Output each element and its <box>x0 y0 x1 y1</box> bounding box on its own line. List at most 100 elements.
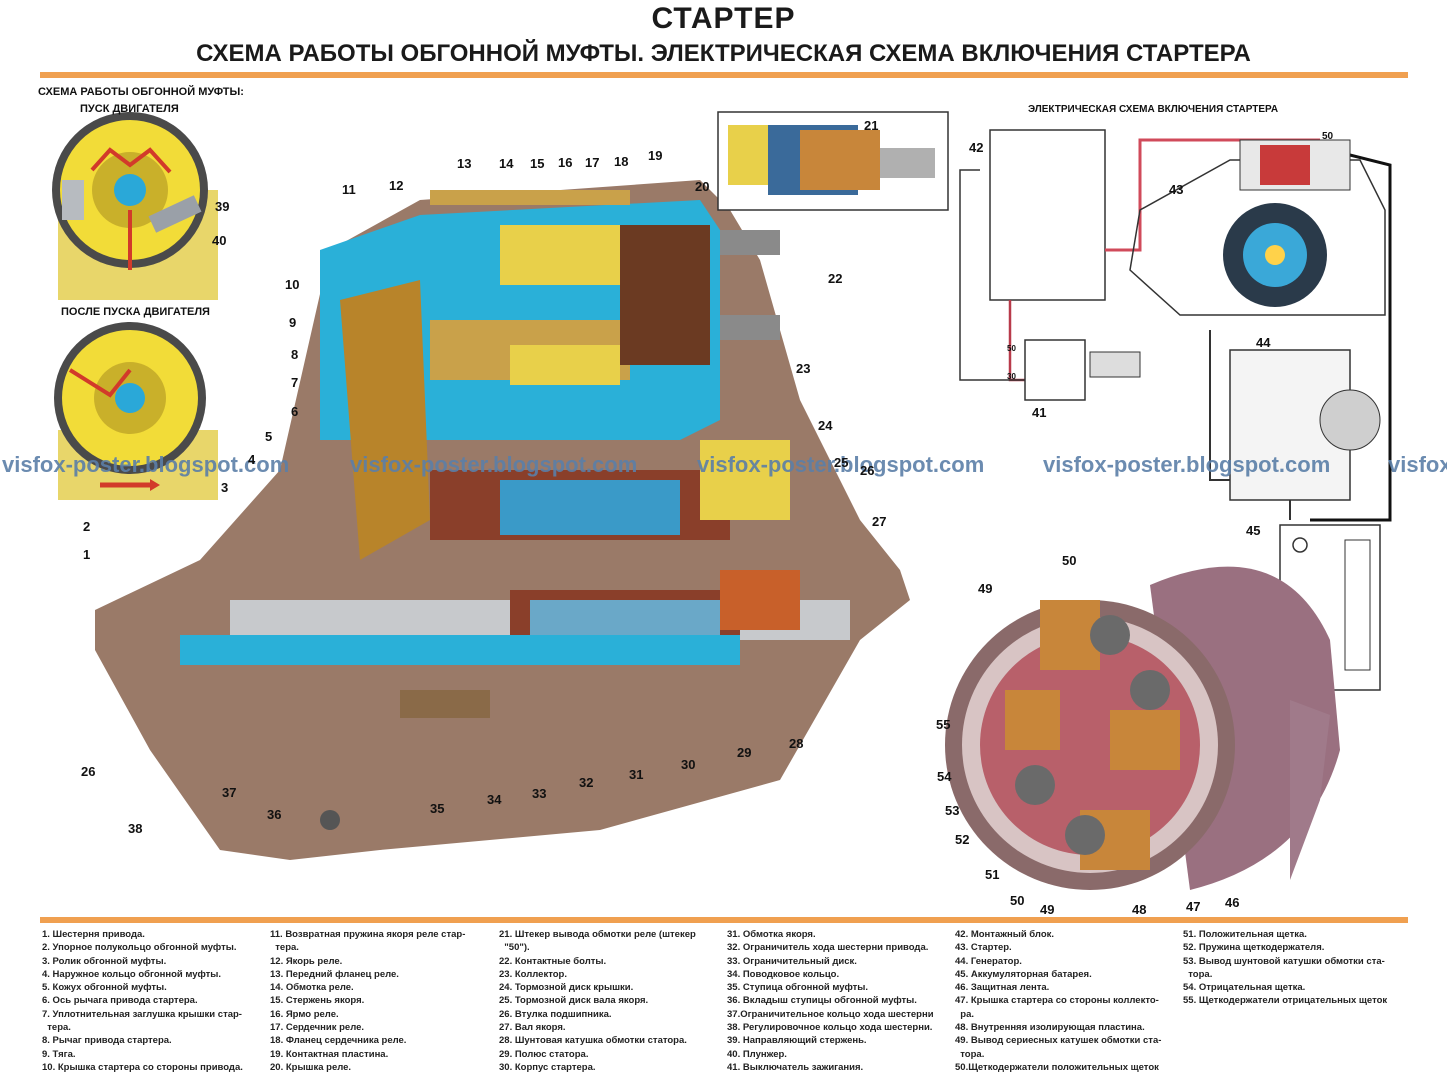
callout-23: 23 <box>796 361 811 376</box>
switch-30-label: 30 <box>1007 372 1016 381</box>
legend-item: 38. Регулировочное кольцо хода шестерни. <box>727 1022 933 1034</box>
legend-item: 52. Пружина щеткодержателя. <box>1183 942 1325 954</box>
callout-54: 54 <box>937 769 952 784</box>
legend-item: 44. Генератор. <box>955 955 1022 967</box>
legend-item: 54. Отрицательная щетка. <box>1183 982 1306 994</box>
poster-title: СТАРТЕР <box>651 2 796 35</box>
legend-item: 22. Контактные болты. <box>499 955 607 967</box>
legend-item: 10. Крышка стартера со стороны привода. <box>42 1061 243 1073</box>
callout-24: 24 <box>818 418 833 433</box>
callout-35: 35 <box>430 801 445 816</box>
callout-9: 9 <box>289 315 297 330</box>
watermark-4: visfox-poster.blogspot.com <box>1043 452 1331 477</box>
terminal-50-label: 50 <box>1322 131 1334 142</box>
callout-7: 7 <box>291 375 299 390</box>
legend-item: 36. Вкладыш ступицы обгонной муфты. <box>727 995 917 1007</box>
legend-item: 8. Рычаг привода стартера. <box>42 1035 172 1047</box>
callout-46: 46 <box>1225 895 1240 910</box>
callout-14: 14 <box>499 156 514 171</box>
callout-5: 5 <box>265 429 273 444</box>
callout-26b: 26 <box>81 764 96 779</box>
legend-item: 5. Кожух обгонной муфты. <box>42 982 167 994</box>
callout-27: 27 <box>872 514 887 529</box>
legend-item: 39. Направляющий стержень. <box>727 1035 867 1047</box>
legend-item: 29. Полюс статора. <box>499 1048 589 1060</box>
callout-49b: 49 <box>1040 902 1055 917</box>
legend-col-1: 1. Шестерня привода. 2. Упорное полуколь… <box>42 928 262 1074</box>
watermark-1: visfox-poster.blogspot.com <box>2 452 290 477</box>
callout-28: 28 <box>789 736 804 751</box>
legend-item: 51. Положительная щетка. <box>1183 929 1307 940</box>
legend-item: 3. Ролик обгонной муфты. <box>42 955 167 967</box>
callout-29: 29 <box>737 745 752 760</box>
legend-col-3: 21. Штекер вывода обмотки реле (штекер "… <box>499 928 721 1074</box>
switch-50-label: 50 <box>1007 344 1016 353</box>
bottom-divider <box>40 917 1408 923</box>
legend-item: 31. Обмотка якоря. <box>727 929 816 940</box>
legend-item: 49. Вывод сериесных катушек обмотки ста-… <box>955 1035 1162 1060</box>
callout-33: 33 <box>532 786 547 801</box>
legend-col-5: 42. Монтажный блок. 43. Стартер. 44. Ген… <box>955 928 1177 1074</box>
callout-50: 50 <box>1062 553 1077 568</box>
legend-item: 45. Аккумуляторная батарея. <box>955 968 1092 980</box>
callout-38: 38 <box>128 821 143 836</box>
callout-6: 6 <box>291 404 299 419</box>
legend-item: 20. Крышка реле. <box>270 1061 352 1073</box>
callout-11: 11 <box>342 182 356 197</box>
legend-item: 48. Внутренняя изолирующая пластина. <box>955 1022 1145 1034</box>
legend-item: 24. Тормозной диск крышки. <box>499 982 634 994</box>
callout-37: 37 <box>222 785 237 800</box>
legend-item: 33. Ограничительный диск. <box>727 955 857 967</box>
callout-41: 41 <box>1032 405 1047 420</box>
legend-item: 2. Упорное полукольцо обгонной муфты. <box>42 942 237 954</box>
legend-item: 32. Ограничитель хода шестерни привода. <box>727 942 929 954</box>
callout-31: 31 <box>629 767 644 782</box>
starter-cutaway <box>95 180 910 860</box>
callout-42: 42 <box>969 140 984 155</box>
callout-19: 19 <box>648 148 663 163</box>
callout-13: 13 <box>457 156 472 171</box>
callout-15: 15 <box>530 156 545 171</box>
legend-item: 16. Ярмо реле. <box>270 1008 339 1020</box>
legend-item: 34. Поводковое кольцо. <box>727 968 840 980</box>
callout-12: 12 <box>389 178 404 193</box>
legend-item: 55. Щеткодержатели отрицательных щеток <box>1183 995 1388 1007</box>
callout-49: 49 <box>978 581 993 596</box>
callout-10: 10 <box>285 277 300 292</box>
callout-48: 48 <box>1132 902 1147 917</box>
clutch-start-label: ПУСК ДВИГАТЕЛЯ <box>80 103 179 115</box>
legend-item: 41. Выключатель зажигания. <box>727 1061 864 1073</box>
callout-44: 44 <box>1256 335 1271 350</box>
callout-17: 17 <box>585 155 600 170</box>
legend-item: 27. Вал якоря. <box>499 1022 566 1034</box>
legend-item: 13. Передний фланец реле. <box>270 968 399 980</box>
callout-53: 53 <box>945 803 960 818</box>
callout-43: 43 <box>1169 182 1184 197</box>
legend-item: 28. Шунтовая катушка обмотки статора. <box>499 1035 687 1047</box>
legend-item: 15. Стержень якоря. <box>270 995 365 1007</box>
callout-52: 52 <box>955 832 970 847</box>
legend-item: 4. Наружное кольцо обгонной муфты. <box>42 968 222 980</box>
callout-4: 4 <box>248 452 256 467</box>
callout-51: 51 <box>985 867 1000 882</box>
callout-47: 47 <box>1186 899 1201 914</box>
callout-45: 45 <box>1246 523 1261 538</box>
callout-1: 1 <box>83 547 91 562</box>
callout-21: 21 <box>864 118 879 133</box>
legend-item: 43. Стартер. <box>955 942 1012 954</box>
clutch-after-label: ПОСЛЕ ПУСКА ДВИГАТЕЛЯ <box>61 306 210 318</box>
legend-item: 47. Крышка стартера со стороны коллекто-… <box>955 995 1159 1020</box>
legend-item: 25. Тормозной диск вала якоря. <box>499 995 649 1007</box>
legend-item: 23. Коллектор. <box>499 968 567 980</box>
callout-20: 20 <box>695 179 710 194</box>
legend-item: 14. Обмотка реле. <box>270 982 354 994</box>
clutch-heading: СХЕМА РАБОТЫ ОБГОННОЙ МУФТЫ: <box>38 86 244 98</box>
legend-item: 26. Втулка подшипника. <box>499 1008 612 1020</box>
legend-col-6: 51. Положительная щетка. 52. Пружина щет… <box>1183 928 1413 1008</box>
callout-2: 2 <box>83 519 91 534</box>
clutch-after-diagram <box>54 322 218 500</box>
callout-32: 32 <box>579 775 594 790</box>
legend-item: 46. Защитная лента. <box>955 982 1050 994</box>
callout-16: 16 <box>558 155 573 170</box>
